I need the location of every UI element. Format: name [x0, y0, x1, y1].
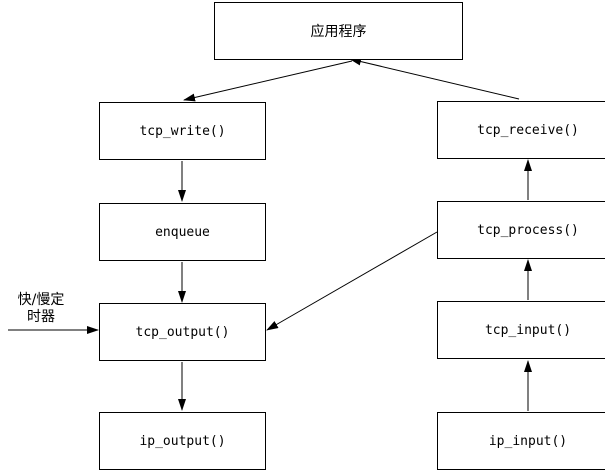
timer-label-line2: 时器	[27, 309, 55, 325]
tcp-input-label: tcp_input()	[484, 322, 572, 338]
tcp-output-label: tcp_output()	[135, 324, 230, 340]
ip-input-box: ip_input()	[437, 412, 605, 470]
ip-output-label: ip_output()	[139, 433, 226, 449]
timer-label: 快/慢定 时器	[8, 292, 74, 326]
tcp-receive-label: tcp_receive()	[477, 122, 579, 138]
tcp-receive-box: tcp_receive()	[437, 101, 605, 159]
tcp-input-box: tcp_input()	[437, 301, 605, 359]
app-label: 应用程序	[310, 24, 367, 40]
arrow-tcp-process-to-tcp-output	[266, 231, 438, 331]
arrow-app-to-tcp-write	[183, 60, 353, 102]
ip-input-label: ip_input()	[488, 433, 568, 449]
arrow-tcp-receive-to-app	[349, 57, 520, 100]
timer-label-line1: 快/慢定	[17, 292, 65, 308]
tcp-process-box: tcp_process()	[437, 201, 605, 259]
tcp-process-label: tcp_process()	[477, 222, 579, 238]
ip-output-box: ip_output()	[99, 412, 266, 470]
enqueue-box: enqueue	[99, 203, 266, 261]
tcp-output-box: tcp_output()	[99, 303, 266, 361]
enqueue-label: enqueue	[155, 224, 210, 240]
app-box: 应用程序	[214, 2, 463, 60]
tcp-write-label: tcp_write()	[139, 123, 226, 139]
tcp-write-box: tcp_write()	[99, 102, 266, 160]
